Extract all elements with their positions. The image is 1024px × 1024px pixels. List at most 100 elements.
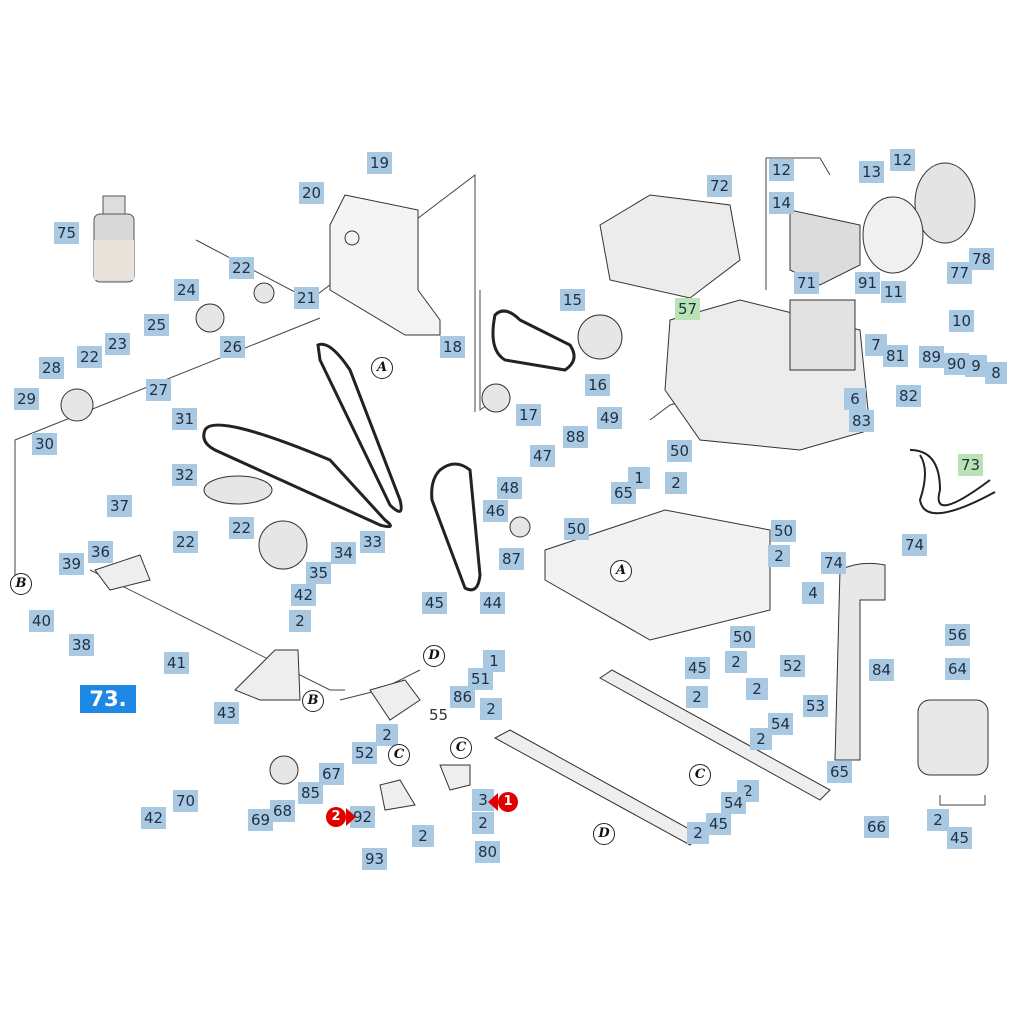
part-label-2[interactable]: 2 <box>768 545 790 567</box>
part-label-34[interactable]: 34 <box>331 542 357 564</box>
part-label-6[interactable]: 6 <box>844 388 866 410</box>
part-label-13[interactable]: 13 <box>859 161 885 183</box>
part-label-40[interactable]: 40 <box>29 610 55 632</box>
part-label-88[interactable]: 88 <box>563 426 589 448</box>
part-label-55[interactable]: 55 <box>429 706 449 724</box>
part-label-86[interactable]: 86 <box>450 686 476 708</box>
part-label-2[interactable]: 2 <box>376 724 398 746</box>
part-label-46[interactable]: 46 <box>483 500 509 522</box>
part-label-50[interactable]: 50 <box>771 520 797 542</box>
part-label-45[interactable]: 45 <box>947 827 973 849</box>
part-label-93[interactable]: 93 <box>362 848 388 870</box>
part-label-30[interactable]: 30 <box>32 433 58 455</box>
part-label-23[interactable]: 23 <box>105 333 131 355</box>
part-label-19[interactable]: 19 <box>367 152 393 174</box>
part-label-33[interactable]: 33 <box>360 531 386 553</box>
part-label-72[interactable]: 72 <box>707 175 733 197</box>
part-label-10[interactable]: 10 <box>949 310 975 332</box>
part-label-45[interactable]: 45 <box>685 657 711 679</box>
part-label-38[interactable]: 38 <box>69 634 95 656</box>
part-label-83[interactable]: 83 <box>849 410 875 432</box>
part-label-24[interactable]: 24 <box>174 279 200 301</box>
part-label-71[interactable]: 71 <box>794 272 820 294</box>
part-label-29[interactable]: 29 <box>14 388 40 410</box>
part-label-22[interactable]: 22 <box>229 257 255 279</box>
part-label-52[interactable]: 52 <box>780 655 806 677</box>
part-label-78[interactable]: 78 <box>969 248 995 270</box>
part-label-77[interactable]: 77 <box>947 262 973 284</box>
part-label-80[interactable]: 80 <box>475 841 501 863</box>
part-label-65[interactable]: 65 <box>611 482 637 504</box>
part-label-2[interactable]: 2 <box>746 678 768 700</box>
part-label-14[interactable]: 14 <box>769 192 795 214</box>
part-label-52[interactable]: 52 <box>352 742 378 764</box>
part-label-32[interactable]: 32 <box>172 464 198 486</box>
part-label-28[interactable]: 28 <box>39 357 65 379</box>
part-label-31[interactable]: 31 <box>172 408 198 430</box>
part-label-54[interactable]: 54 <box>768 713 794 735</box>
part-label-57[interactable]: 57 <box>675 298 701 320</box>
part-label-50[interactable]: 50 <box>667 440 693 462</box>
part-label-70[interactable]: 70 <box>173 790 199 812</box>
part-label-45[interactable]: 45 <box>706 813 732 835</box>
part-label-2[interactable]: 2 <box>412 825 434 847</box>
part-label-25[interactable]: 25 <box>144 314 170 336</box>
part-label-2[interactable]: 2 <box>472 812 494 834</box>
part-label-49[interactable]: 49 <box>597 407 623 429</box>
part-label-27[interactable]: 27 <box>146 379 172 401</box>
part-label-22[interactable]: 22 <box>229 517 255 539</box>
part-label-36[interactable]: 36 <box>88 541 114 563</box>
part-label-20[interactable]: 20 <box>299 182 325 204</box>
part-label-89[interactable]: 89 <box>919 346 945 368</box>
part-label-68[interactable]: 68 <box>270 800 296 822</box>
part-label-81[interactable]: 81 <box>883 345 909 367</box>
part-label-4[interactable]: 4 <box>802 582 824 604</box>
part-label-44[interactable]: 44 <box>480 592 506 614</box>
part-label-85[interactable]: 85 <box>298 782 324 804</box>
part-label-53[interactable]: 53 <box>803 695 829 717</box>
part-label-2[interactable]: 2 <box>927 809 949 831</box>
part-label-18[interactable]: 18 <box>440 336 466 358</box>
part-label-2[interactable]: 2 <box>725 651 747 673</box>
part-label-74[interactable]: 74 <box>821 552 847 574</box>
part-label-92[interactable]: 92 <box>350 806 376 828</box>
part-label-73[interactable]: 73 <box>958 454 984 476</box>
part-label-84[interactable]: 84 <box>869 659 895 681</box>
part-label-50[interactable]: 50 <box>730 626 756 648</box>
part-label-69[interactable]: 69 <box>248 809 274 831</box>
part-label-8[interactable]: 8 <box>985 362 1007 384</box>
part-label-50[interactable]: 50 <box>564 518 590 540</box>
part-label-48[interactable]: 48 <box>497 477 523 499</box>
part-label-11[interactable]: 11 <box>881 281 907 303</box>
part-label-47[interactable]: 47 <box>530 445 556 467</box>
part-label-42[interactable]: 42 <box>141 807 167 829</box>
part-label-42[interactable]: 42 <box>291 584 317 606</box>
part-label-37[interactable]: 37 <box>107 495 133 517</box>
part-label-35[interactable]: 35 <box>306 562 332 584</box>
part-label-2[interactable]: 2 <box>480 698 502 720</box>
part-label-43[interactable]: 43 <box>214 702 240 724</box>
part-label-51[interactable]: 51 <box>468 668 494 690</box>
part-label-64[interactable]: 64 <box>945 658 971 680</box>
part-label-9[interactable]: 9 <box>965 355 987 377</box>
part-label-90[interactable]: 90 <box>944 353 970 375</box>
part-label-91[interactable]: 91 <box>855 272 881 294</box>
part-label-12[interactable]: 12 <box>890 149 916 171</box>
part-label-41[interactable]: 41 <box>164 652 190 674</box>
part-label-2[interactable]: 2 <box>687 822 709 844</box>
part-label-1[interactable]: 1 <box>483 650 505 672</box>
part-label-16[interactable]: 16 <box>585 374 611 396</box>
part-label-2[interactable]: 2 <box>665 472 687 494</box>
part-label-15[interactable]: 15 <box>560 289 586 311</box>
part-label-21[interactable]: 21 <box>294 287 320 309</box>
part-label-22[interactable]: 22 <box>77 346 103 368</box>
part-label-75[interactable]: 75 <box>54 222 80 244</box>
part-label-65[interactable]: 65 <box>827 761 853 783</box>
part-label-26[interactable]: 26 <box>220 336 246 358</box>
part-label-67[interactable]: 67 <box>319 763 345 785</box>
part-label-7[interactable]: 7 <box>865 334 887 356</box>
part-label-87[interactable]: 87 <box>499 548 525 570</box>
part-label-12[interactable]: 12 <box>769 159 795 181</box>
part-label-82[interactable]: 82 <box>896 385 922 407</box>
part-label-74[interactable]: 74 <box>902 534 928 556</box>
